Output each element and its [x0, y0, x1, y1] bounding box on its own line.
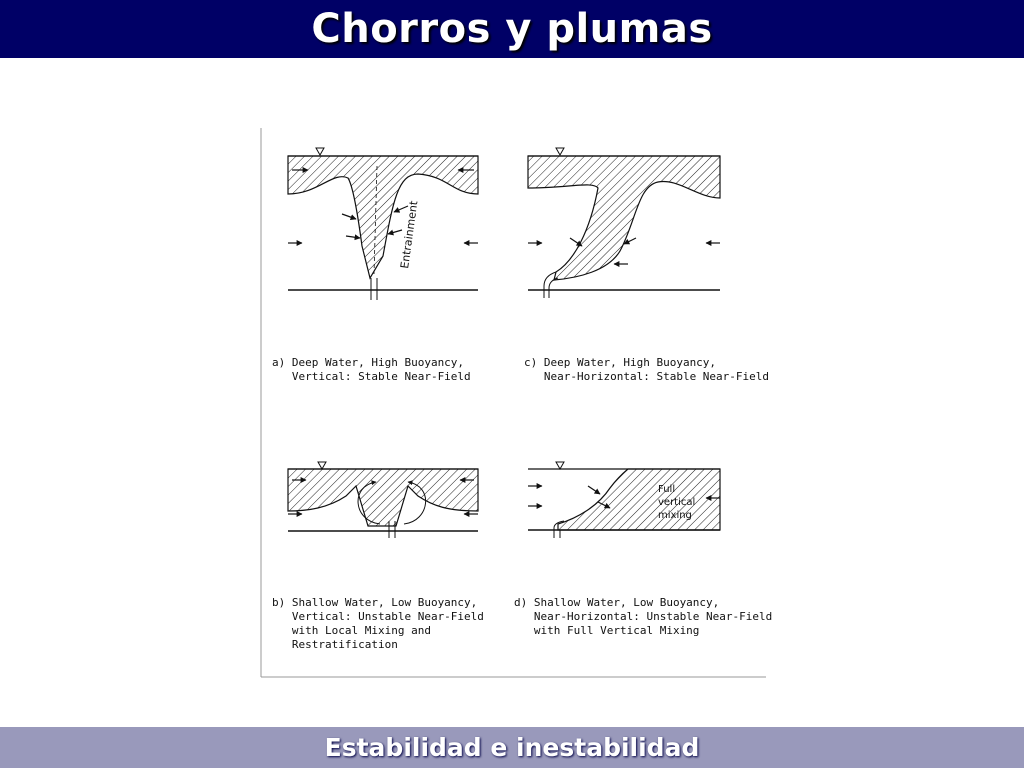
- caption-c-line-2: Near-Horizontal: Stable Near-Field: [524, 370, 770, 383]
- panel-b-diagram: [287, 461, 479, 538]
- slide-footer: Estabilidad e inestabilidad: [0, 727, 1024, 768]
- caption-b-line-3: with Local Mixing and: [272, 624, 431, 637]
- panel-a-diagram: [287, 147, 479, 300]
- caption-b-line-4: Restratification: [272, 638, 398, 651]
- caption-b: b) Shallow Water, Low Buoyancy, Vertical…: [272, 596, 484, 652]
- panel-d-diagram: [528, 461, 721, 538]
- figure-drawing: Entrainment: [260, 128, 766, 678]
- full-mixing-label-2: vertical: [658, 497, 695, 508]
- slide-header: Chorros y plumas: [0, 0, 1024, 58]
- slide-title: Chorros y plumas: [311, 6, 713, 52]
- caption-d-line-1: d) Shallow Water, Low Buoyancy,: [514, 596, 720, 609]
- full-mixing-label-3: mixing: [658, 510, 692, 521]
- caption-d-line-2: Near-Horizontal: Unstable Near-Field: [514, 610, 773, 623]
- jet-plume-figure: Entrainment: [258, 126, 772, 680]
- footer-title: Estabilidad e inestabilidad: [324, 733, 700, 762]
- entrainment-label: Entrainment: [398, 199, 420, 269]
- caption-c: c) Deep Water, High Buoyancy, Near-Horiz…: [524, 356, 769, 384]
- caption-d-line-3: with Full Vertical Mixing: [514, 624, 700, 637]
- caption-d: d) Shallow Water, Low Buoyancy, Near-Hor…: [514, 596, 772, 638]
- caption-a: a) Deep Water, High Buoyancy, Vertical: …: [272, 356, 471, 384]
- caption-b-line-2: Vertical: Unstable Near-Field: [272, 610, 484, 623]
- caption-c-line-1: c) Deep Water, High Buoyancy,: [524, 356, 717, 369]
- caption-b-line-1: b) Shallow Water, Low Buoyancy,: [272, 596, 478, 609]
- caption-a-line-2: Vertical: Stable Near-Field: [272, 370, 471, 383]
- full-mixing-label-1: Full: [658, 484, 675, 495]
- panel-c-diagram: [527, 147, 721, 298]
- caption-a-line-1: a) Deep Water, High Buoyancy,: [272, 356, 465, 369]
